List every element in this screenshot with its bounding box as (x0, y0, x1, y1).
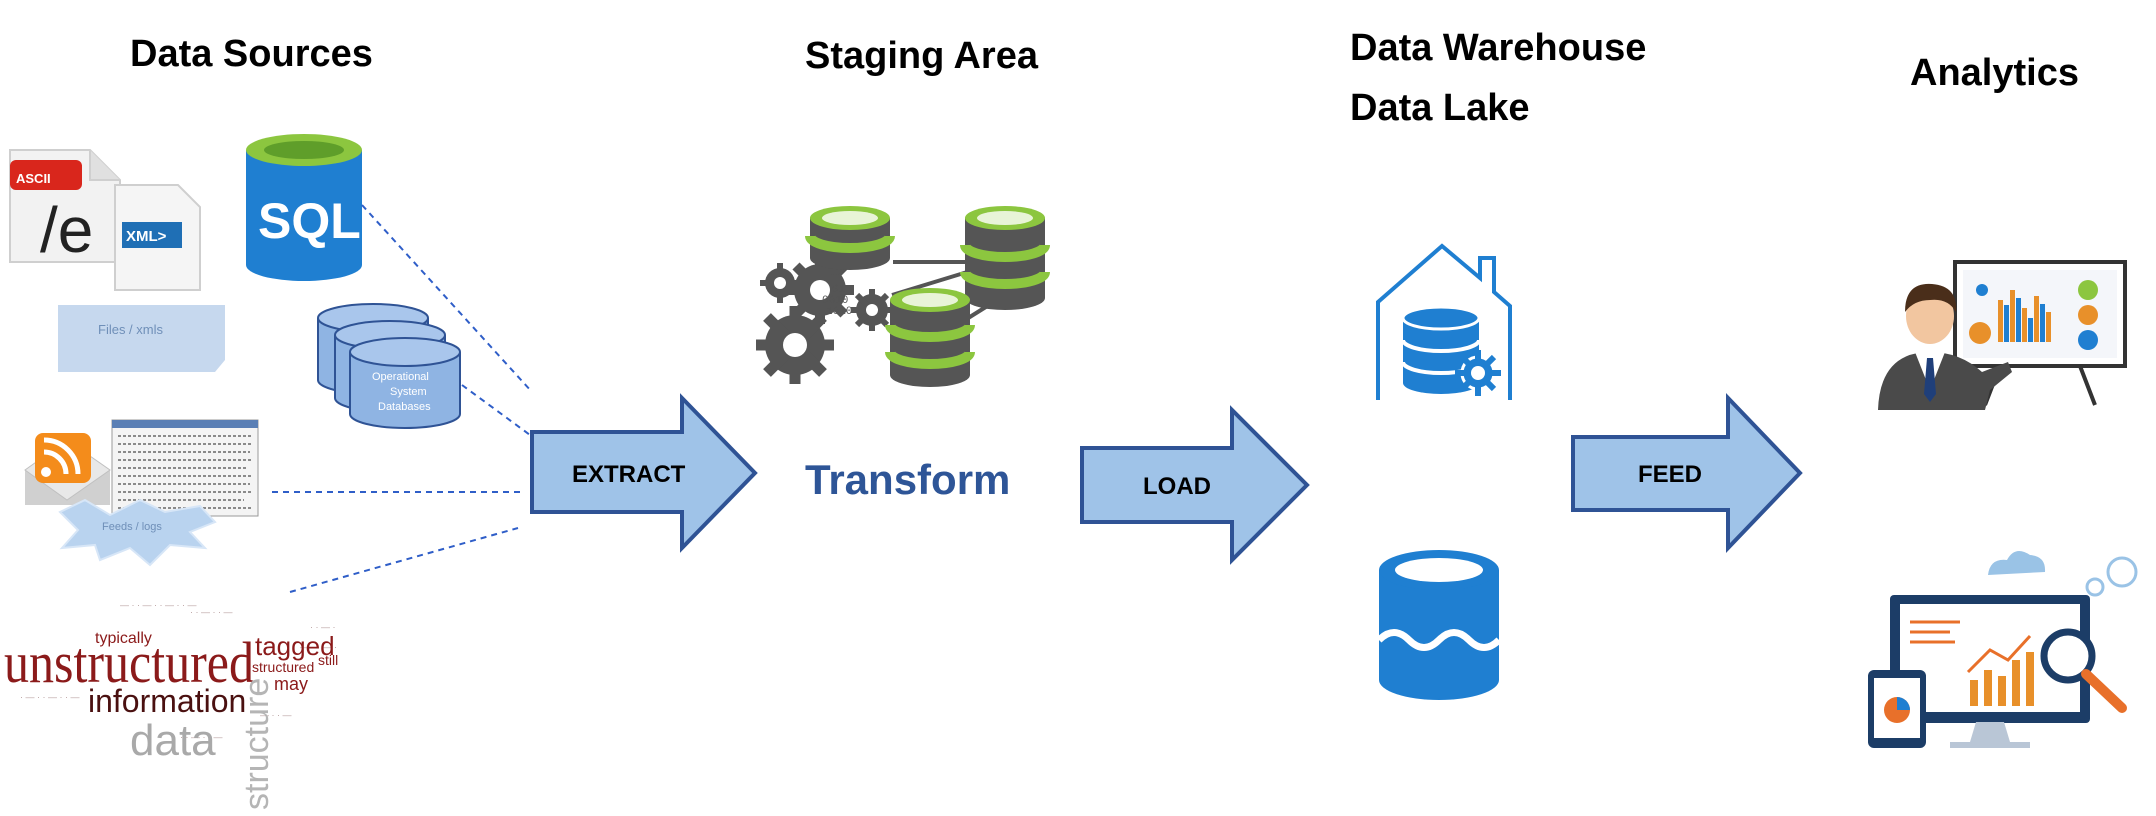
svg-text:Files / xmls: Files / xmls (98, 322, 164, 337)
heading-data-lake: Data Lake (1350, 87, 1530, 129)
log-screen-icon (111, 419, 259, 517)
gears-icon (756, 255, 893, 384)
svg-text:XML>: XML> (126, 228, 167, 245)
svg-text:information: information (88, 683, 246, 719)
svg-text:may: may (274, 674, 308, 694)
heading-analytics: Analytics (1910, 52, 2079, 94)
data-lake-icon (1376, 550, 1502, 700)
svg-text:still: still (318, 652, 338, 668)
svg-text:— · · —: — · · — (260, 710, 292, 720)
feeds-burst: Feeds / logs (58, 498, 217, 567)
extract-arrow: EXTRACT (530, 393, 758, 553)
svg-text:— · · — · · — · · —: — · · — · · — · · — (120, 600, 197, 610)
svg-text:data: data (130, 716, 216, 765)
svg-text:LOAD: LOAD (1143, 473, 1211, 500)
files-caption-box: Files / xmls (58, 305, 225, 372)
xml-file-icon: XML> (114, 184, 201, 291)
svg-text:ASCII: ASCII (16, 171, 51, 186)
transform-label: Transform (805, 456, 1010, 503)
operational-databases-icon (317, 303, 461, 429)
heading-data-sources: Data Sources (130, 33, 373, 75)
ascii-file-icon: ASCII /e (9, 149, 121, 266)
svg-text:SQL: SQL (258, 193, 361, 249)
binary-digits: 01 0010 1010 (822, 284, 852, 318)
heading-data-warehouse: Data Warehouse (1350, 27, 1646, 69)
svg-text:0010: 0010 (822, 295, 848, 307)
svg-text:structure: structure (238, 678, 276, 810)
svg-text:1010: 1010 (826, 306, 852, 318)
load-arrow: LOAD (1080, 405, 1310, 565)
svg-text:EXTRACT: EXTRACT (572, 461, 686, 488)
operational-databases-label: Operational System Databases (372, 371, 431, 413)
svg-text:— · · — ·: — · · — · (300, 642, 337, 652)
source-connector-lines (272, 204, 533, 593)
svg-text:tagged: tagged (255, 631, 335, 661)
svg-text:Operational: Operational (372, 371, 429, 383)
svg-text:01: 01 (832, 284, 846, 296)
svg-text:Feeds / logs: Feeds / logs (102, 521, 162, 533)
sql-database-icon: SQL (246, 134, 362, 281)
svg-text:· · — · · —: · · — · · — (190, 607, 233, 617)
presenter-icon (1878, 260, 2127, 410)
svg-text:· · — · · —: · · — · · — (180, 732, 223, 742)
dashboard-devices-icon (1868, 551, 2138, 748)
svg-text:Databases: Databases (378, 401, 431, 413)
svg-text:· · — ·: · · — · (310, 622, 336, 632)
svg-text:/e: /e (40, 194, 93, 266)
rss-feed-icon (24, 433, 111, 505)
svg-text:typically: typically (95, 630, 152, 647)
svg-text:· — · · — · · —: · — · · — · · — (20, 692, 80, 702)
svg-text:FEED: FEED (1638, 461, 1702, 488)
svg-text:System: System (390, 386, 427, 398)
database-network-icon (805, 206, 1050, 387)
svg-text:unstructured: unstructured (4, 630, 254, 695)
heading-staging-area: Staging Area (805, 35, 1039, 77)
svg-text:structured: structured (252, 659, 314, 675)
unstructured-word-cloud: — · · — · · — · · — · · — · · — · · — · … (4, 600, 338, 810)
warehouse-house-icon (1376, 243, 1512, 400)
feed-arrow: FEED (1571, 393, 1803, 553)
